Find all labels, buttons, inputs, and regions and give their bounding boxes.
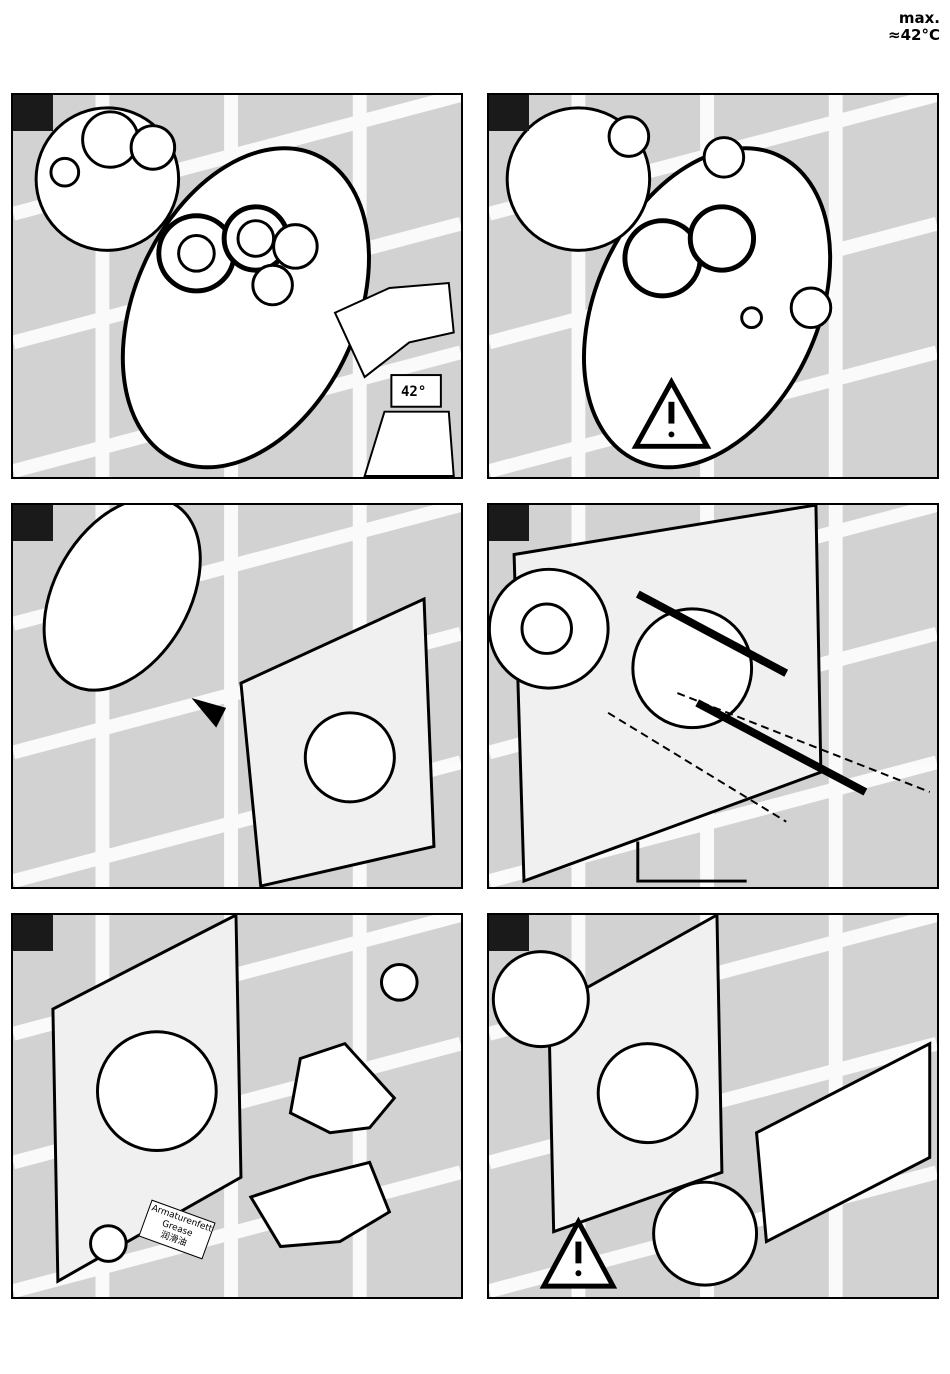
step-panel-2 (487, 93, 939, 479)
step-number-box (489, 915, 529, 951)
step-panel-4 (487, 503, 939, 889)
step-panel-1: 42° (11, 93, 463, 479)
step-panel-3 (11, 503, 463, 889)
thermometer-reading: 42° (401, 384, 426, 400)
step-number-box (489, 95, 529, 131)
step-number-box (13, 95, 53, 131)
step-number-box (489, 505, 529, 541)
step-panel-5: Armaturenfett Grease 润滑油 (11, 913, 463, 1299)
step-number-box (13, 505, 53, 541)
step-2-illustration (489, 95, 937, 477)
step-1-illustration (13, 95, 461, 477)
step-number-box (13, 915, 53, 951)
step-panel-6 (487, 913, 939, 1299)
step-3-illustration (13, 505, 461, 887)
step-6-illustration (489, 915, 937, 1297)
step-5-illustration (13, 915, 461, 1297)
temperature-note-line2: ≈42°C (888, 27, 940, 44)
step-4-illustration (489, 505, 937, 887)
temperature-note: max. ≈42°C (888, 10, 940, 44)
temperature-note-line1: max. (888, 10, 940, 27)
